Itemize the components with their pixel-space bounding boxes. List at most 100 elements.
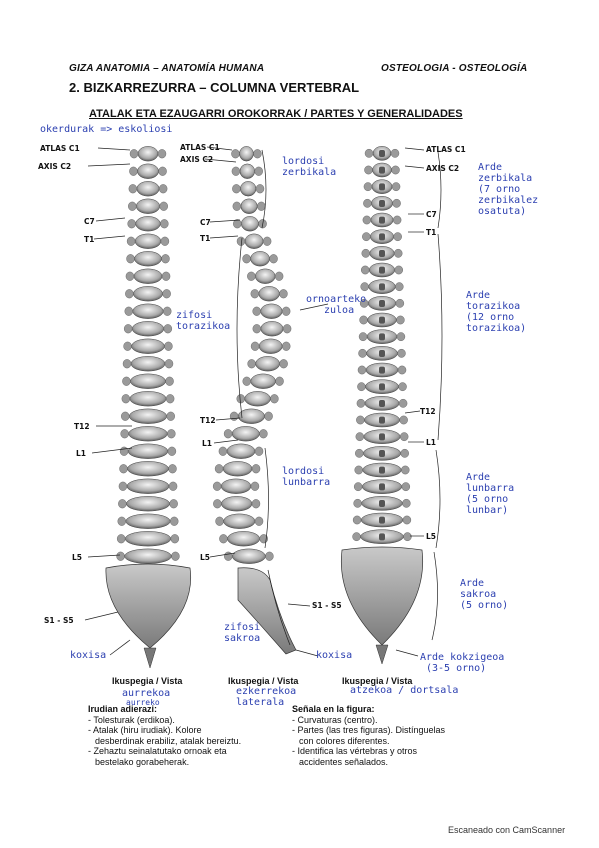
anterior-process [161, 254, 170, 264]
lateral-sacrum [237, 567, 297, 655]
anterior-vertebra [127, 443, 169, 459]
posterior-process [395, 282, 404, 292]
anterior-process [129, 166, 138, 176]
anterior-process [168, 481, 178, 491]
label-middle-s1s5: S1 - S5 [312, 601, 342, 610]
posterior-process [356, 398, 366, 408]
anterior-process [170, 534, 180, 544]
lateral-vertebra [258, 286, 280, 302]
posterior-spinous-process [379, 533, 385, 541]
anterior-process [116, 534, 126, 544]
posterior-spinous-process [379, 266, 385, 274]
posterior-spinous-process [379, 483, 385, 491]
label-middle-axis: AXIS C2 [180, 155, 214, 164]
anterior-process [164, 359, 174, 369]
posterior-spinous-process [379, 283, 385, 291]
posterior-process [397, 365, 407, 375]
posterior-process [392, 215, 402, 225]
anterior-process [166, 411, 175, 421]
anterior-vertebra [128, 426, 168, 442]
anterior-process [128, 184, 138, 194]
lateral-vertebra [226, 443, 256, 459]
spine-lateral-view [212, 146, 297, 655]
posterior-process [402, 498, 411, 508]
posterior-spinous-process [379, 233, 385, 241]
lateral-process [252, 324, 261, 334]
posterior-process [401, 465, 410, 475]
lateral-process [250, 341, 260, 351]
page-title: 2. BIZKARREZURRA – COLUMNA VERTEBRAL [69, 80, 360, 95]
anterior-process [169, 499, 178, 509]
lateral-process [231, 149, 240, 159]
posterior-process [402, 515, 412, 525]
lateral-process [253, 149, 262, 159]
anterior-process [167, 429, 176, 439]
posterior-spinous-process [379, 216, 385, 224]
anterior-vertebra [134, 251, 162, 267]
lateral-vertebra [227, 531, 260, 547]
anterior-process [160, 236, 170, 246]
lateral-process [212, 481, 222, 491]
anterior-vertebra [130, 373, 166, 389]
anterior-process [128, 201, 137, 211]
anterior-process [118, 499, 127, 509]
lateral-process [232, 184, 241, 194]
view-label-anterior: Ikuspegia / Vista [112, 676, 183, 686]
anterior-process [123, 324, 133, 334]
spine-posterior-view [340, 146, 424, 665]
lateral-vertebra [239, 146, 254, 162]
posterior-spinous-process [379, 466, 385, 474]
label-left-s1s5: S1 - S5 [44, 616, 74, 625]
lateral-process [215, 516, 224, 526]
posterior-process [361, 265, 370, 275]
posterior-process [396, 332, 406, 342]
lateral-process [262, 236, 272, 246]
anterior-process [124, 306, 133, 316]
lateral-vertebra [250, 373, 276, 389]
posterior-process [399, 415, 408, 425]
posterior-process [392, 198, 401, 208]
anterior-vertebra [133, 286, 163, 302]
lateral-process [251, 464, 261, 474]
anterior-vertebra [129, 391, 167, 407]
note-arde-kokzigeoa: Arde kokzigeoa(3-5 orno) [420, 652, 505, 674]
posterior-spinous-process [379, 183, 385, 191]
lateral-process [279, 359, 288, 369]
anterior-process [129, 149, 139, 159]
posterior-process [391, 182, 401, 192]
posterior-process [394, 248, 403, 258]
lateral-vertebra [220, 478, 252, 494]
instructions-eu: Irudian adierazi: - Tolesturak (erdikoa)… [88, 704, 242, 767]
label-right-t1: T1 [426, 228, 437, 237]
lateral-vertebra [240, 181, 257, 197]
lateral-process [254, 516, 264, 526]
anterior-process [163, 306, 172, 316]
label-right-c7: C7 [426, 210, 437, 219]
lateral-process [269, 254, 278, 264]
lateral-vertebra [258, 338, 283, 354]
label-right-l1: L1 [426, 438, 436, 447]
posterior-process [352, 515, 362, 525]
anterior-vertebra [131, 321, 165, 337]
lateral-vertebra [221, 496, 253, 512]
lateral-vertebra [255, 356, 280, 372]
anterior-vertebra [133, 268, 163, 284]
anterior-vertebra [131, 338, 165, 354]
anterior-process [118, 481, 128, 491]
lateral-process [259, 429, 268, 439]
anterior-process [125, 289, 134, 299]
posterior-process [353, 482, 363, 492]
anterior-vertebra [125, 513, 171, 529]
posterior-coccyx [375, 644, 389, 665]
lateral-process [218, 446, 228, 456]
lateral-process [233, 219, 242, 229]
view-label-posterior: Ikuspegia / Vista [342, 676, 413, 686]
lateral-process [265, 551, 274, 561]
label-left-l5: L5 [72, 553, 82, 562]
lateral-process [275, 376, 284, 386]
